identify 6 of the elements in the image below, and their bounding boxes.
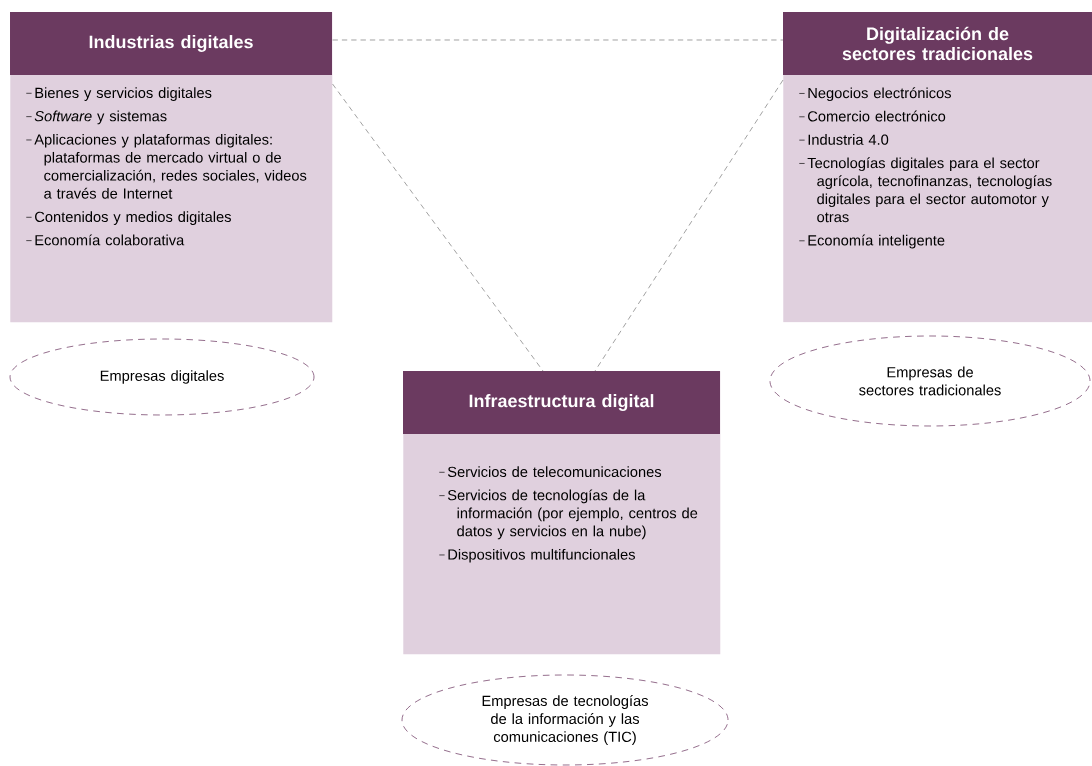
dashed-connector [332, 83, 544, 372]
dashed-connector [594, 79, 784, 372]
category-box: Digitalización de sectores tradicionales Negocios electrónicos Comercio electrónico Industria 4.0 Tecnologías digitales para el sector agrícola, tecnofinanzas, tecnologías digitales para el sector automotor y otras Economía inteligente [783, 12, 1092, 323]
category-box: Industrias digitales Bienes y servicios digitales Software y sistemas Aplicaciones y plataformas digitales: plataformas de mercado virtual o de comercialización, redes sociales, videos a través de Internet Contenidos y medios digitales Economía colaborativa [10, 12, 333, 323]
category-box: Infraestructura digital Servicios de telecomunicaciones Servicios de tecnologías de la información (por ejemplo, centros de datos y servicios en la nube) Dispositivos multifuncionales [403, 371, 721, 655]
dashed-connector [332, 39, 784, 41]
